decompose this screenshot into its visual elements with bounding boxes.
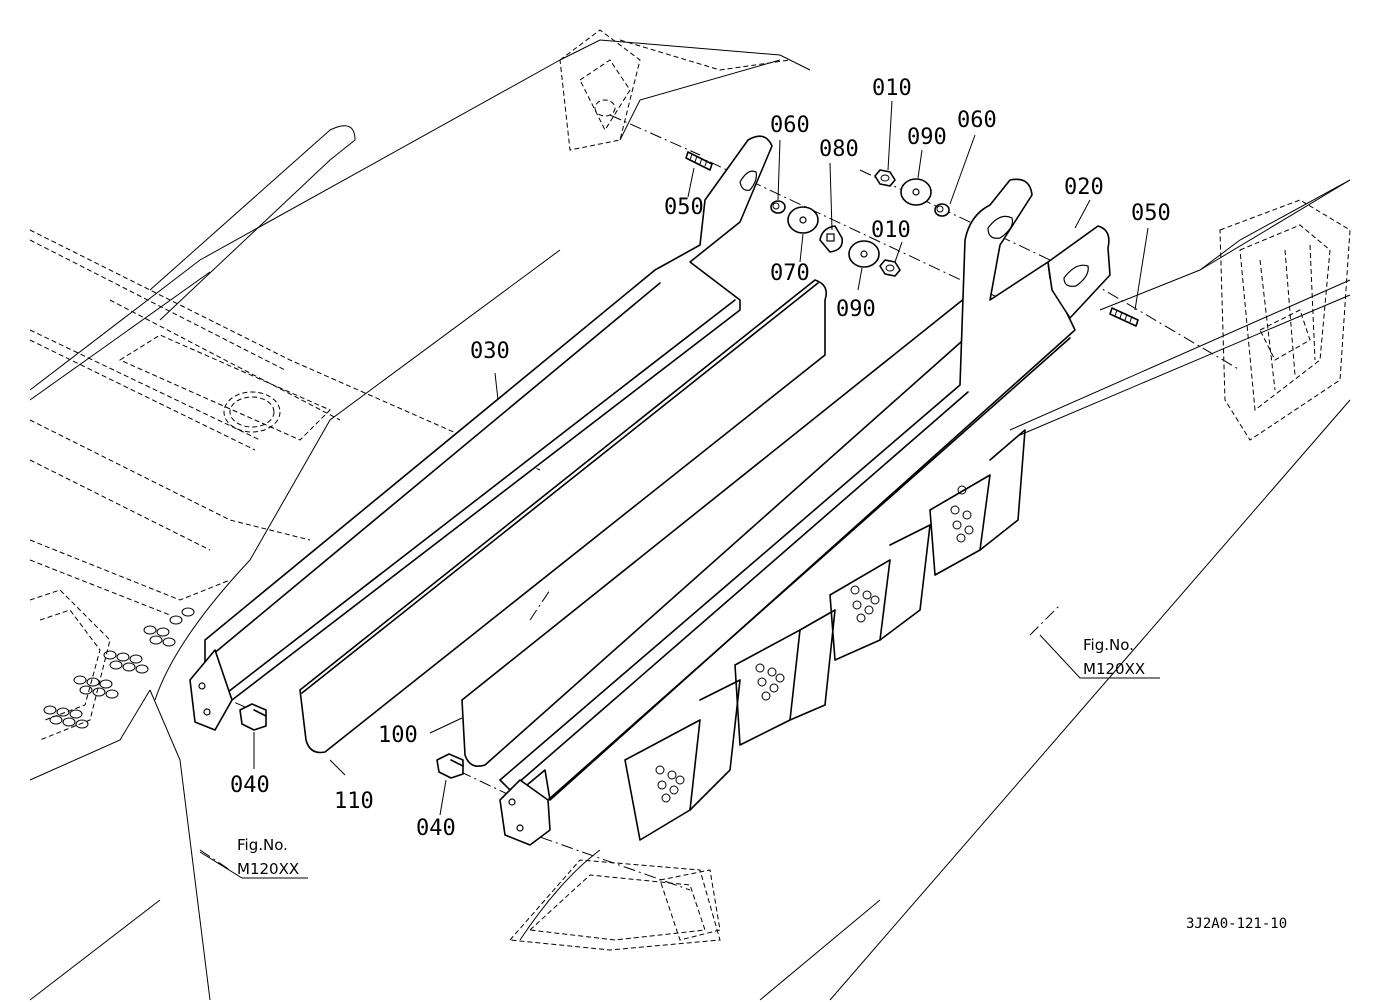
spacer-060-right — [934, 203, 950, 217]
drawing-code: 3J2A0-121-10 — [1186, 916, 1287, 932]
washer-090-lower — [848, 240, 880, 268]
fig-ref-right-line1: Fig.No. — [1083, 636, 1134, 654]
callout-100: 100 — [378, 723, 418, 748]
callout-labels: 030 110 100 060 080 010 090 060 020 050 … — [230, 76, 1171, 841]
callout-080: 080 — [819, 137, 859, 162]
background-body — [29, 39, 1351, 1001]
callout-010-lower: 010 — [871, 218, 911, 243]
callout-030: 030 — [470, 339, 510, 364]
stud-bolt-050-right — [1109, 307, 1139, 327]
callout-090-upper: 090 — [907, 125, 947, 150]
callout-040-right: 040 — [416, 816, 456, 841]
leader-lines — [199, 100, 1160, 879]
fig-ref-left-line2: M120XX — [237, 860, 299, 878]
stud-bolt-050-left — [685, 151, 713, 171]
spacer-060-left — [770, 200, 786, 214]
plate-080 — [819, 225, 844, 253]
cover-part-030 — [189, 135, 773, 731]
callout-060-left: 060 — [770, 113, 810, 138]
callout-110: 110 — [334, 789, 374, 814]
callout-060-right: 060 — [957, 108, 997, 133]
washer-090-upper — [900, 178, 932, 206]
bolt-040-right — [436, 753, 464, 779]
nut-010-lower — [879, 259, 901, 277]
callout-050-left: 050 — [664, 195, 704, 220]
vent-honeycomb-left — [43, 607, 195, 729]
callout-010-upper: 010 — [872, 76, 912, 101]
nut-010-upper — [874, 169, 896, 187]
background-frame — [29, 29, 1351, 951]
fig-ref-left-line1: Fig.No. — [237, 836, 288, 854]
callout-050-right: 050 — [1131, 201, 1171, 226]
figure-reference-right: Fig.No. M120XX — [1083, 636, 1145, 678]
cover-part-020 — [499, 178, 1111, 846]
callout-020: 020 — [1064, 175, 1104, 200]
callout-040-left: 040 — [230, 773, 270, 798]
callout-070: 070 — [770, 261, 810, 286]
fig-ref-right-line2: M120XX — [1083, 660, 1145, 678]
grille-panels — [624, 429, 1026, 841]
callout-090-lower: 090 — [836, 297, 876, 322]
figure-reference-left: Fig.No. M120XX — [237, 836, 299, 878]
seal-strip-part-110 — [299, 279, 828, 754]
bolt-040-left — [239, 703, 267, 731]
washer-070 — [787, 206, 819, 234]
